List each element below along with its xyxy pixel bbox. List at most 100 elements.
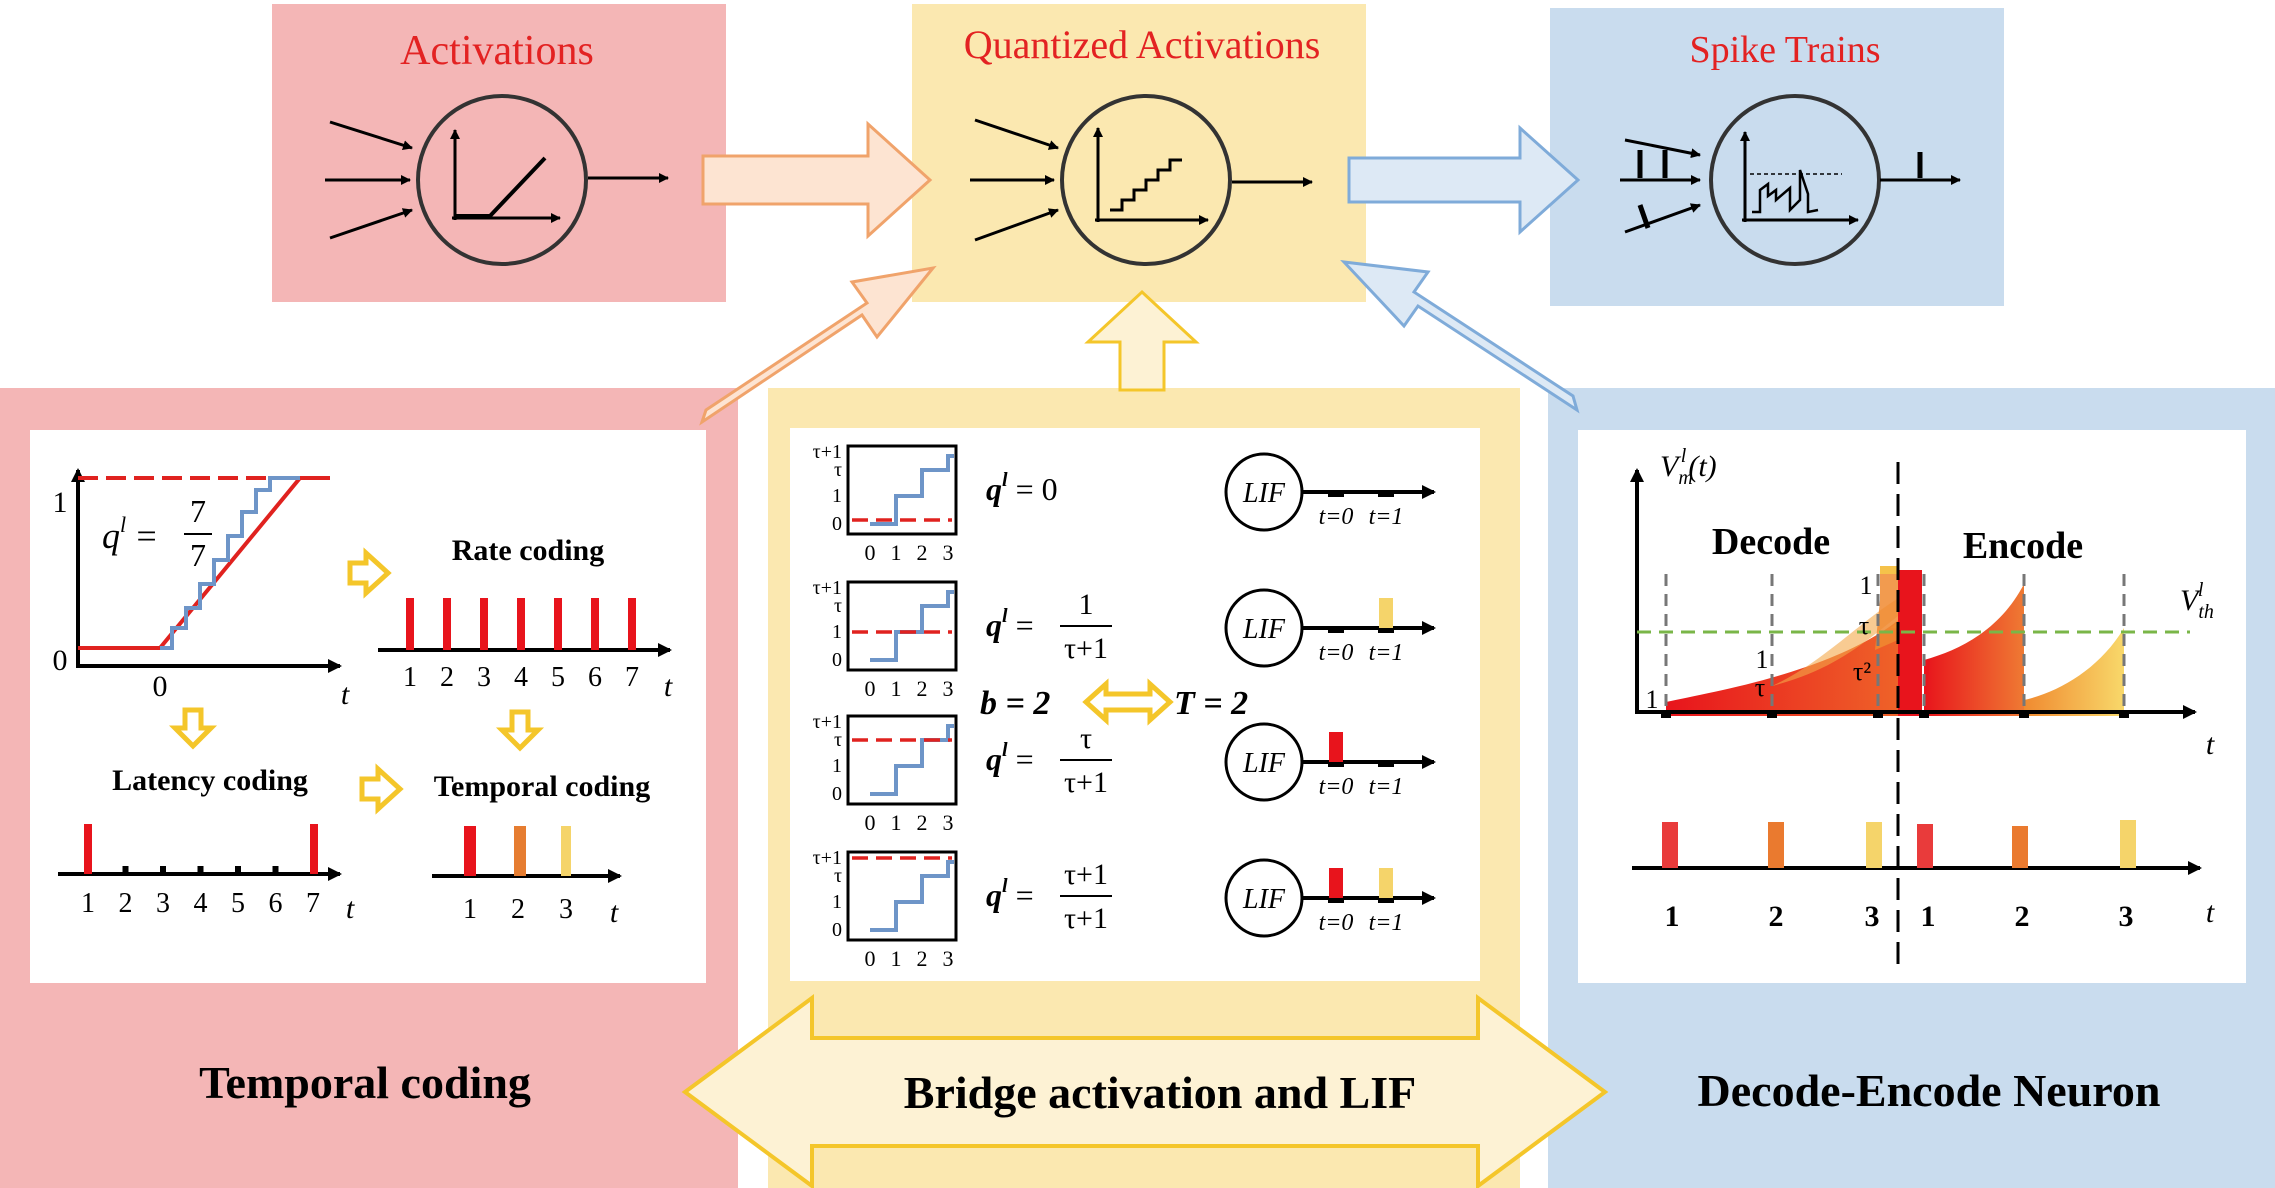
- latency-tick-label: 2: [119, 888, 133, 919]
- mini-plot-frame: [846, 714, 958, 806]
- T-label: T = 2: [1174, 685, 1248, 722]
- latency-tick-label: 4: [194, 888, 208, 919]
- latency-tick-label: 1: [81, 888, 95, 919]
- mini-x-tick: 2: [917, 810, 928, 835]
- latency-axis-t: t: [346, 892, 355, 925]
- mini-y-tick: 0: [832, 649, 842, 671]
- lif-label: LIF: [1242, 478, 1286, 509]
- lif-t1-label: t=1: [1369, 774, 1404, 800]
- decode-encode-section-title: Decode-Encode Neuron: [1698, 1065, 2161, 1116]
- decode-encode-tick-label: 1: [1665, 900, 1680, 933]
- mini-y-tick: τ: [834, 729, 842, 751]
- decode-encode-tick-label: 2: [1769, 900, 1784, 933]
- quantized-to-spike-arrow: [1347, 124, 1581, 236]
- lif-label: LIF: [1242, 748, 1286, 779]
- mini-step-line: [870, 590, 954, 662]
- q-numerator: 1: [1079, 588, 1094, 621]
- rate-spike: [406, 598, 414, 650]
- mini-x-tick: 1: [891, 810, 902, 835]
- mini-x-tick: 3: [943, 676, 954, 701]
- mini-x-tick: 3: [943, 540, 954, 565]
- mini-x-tick: 2: [917, 540, 928, 565]
- x-axis-t: t: [341, 678, 350, 711]
- decode-encode-plot: Vml(t) Decode Encode Vthl 1 τ 1 τ τ² 1 t: [1630, 445, 2215, 970]
- mini-x-tick: 3: [943, 810, 954, 835]
- level-tau2: τ²: [1853, 657, 1871, 686]
- mini-y-tick: 1: [832, 891, 842, 913]
- rate-tick-label: 7: [625, 662, 639, 693]
- spike-panel: [1550, 8, 2004, 306]
- b-T-double-arrow: [1082, 678, 1174, 726]
- encode-label: Encode: [1963, 525, 2083, 567]
- q-equation-label: ql=: [986, 875, 1034, 913]
- mini-y-tick: 0: [832, 513, 842, 535]
- vth-label: Vthl: [2180, 579, 2214, 623]
- lif-t0-label: t=0: [1319, 640, 1354, 666]
- latency-coding-title: Latency coding: [112, 764, 308, 797]
- q-equation-label: ql=: [986, 739, 1034, 777]
- mini-x-tick: 3: [943, 946, 954, 971]
- mini-y-tick: τ+1: [813, 847, 842, 869]
- mini-x-tick: 1: [891, 540, 902, 565]
- lif-tick-t0: [1328, 761, 1344, 767]
- rate-axis-t: t: [664, 670, 673, 703]
- q-denominator: 7: [190, 537, 206, 573]
- decode-label: Decode: [1712, 521, 1830, 563]
- temporal-coding-section-title: Temporal coding: [199, 1057, 531, 1108]
- activation-neuron: [325, 94, 669, 266]
- mini-y-tick: τ: [834, 595, 842, 617]
- activation-to-quantized-arrow: [701, 120, 933, 240]
- spike-axis-t: t: [2206, 896, 2215, 929]
- temporal-to-quantized-arrow: [699, 265, 937, 426]
- activations-title: Activations: [400, 28, 594, 74]
- mini-y-tick: 1: [832, 621, 842, 643]
- decode-encode-tick-label: 3: [2119, 900, 2134, 933]
- level-1-c: 1: [1860, 571, 1873, 600]
- quantized-neuron: [970, 94, 1313, 266]
- y-tick-1: 1: [53, 486, 68, 519]
- temporal-tick-label: 3: [559, 894, 573, 925]
- b-label: b = 2: [980, 685, 1050, 722]
- v-label: Vml(t): [1660, 445, 1717, 489]
- level-1-b: 1: [1756, 645, 1769, 674]
- mini-x-tick: 0: [865, 946, 876, 971]
- q-label: ql=: [102, 512, 158, 556]
- lif-spike: [1379, 598, 1393, 628]
- mini-y-tick: 0: [832, 783, 842, 805]
- level-tau-b: τ: [1859, 611, 1869, 640]
- mini-y-tick: τ+1: [813, 577, 842, 599]
- lif-t1-label: t=1: [1369, 504, 1404, 530]
- decode-encode-tick-label: 1: [1921, 900, 1936, 933]
- lif-t0-label: t=0: [1319, 774, 1354, 800]
- latency-tick-mark: [160, 866, 166, 874]
- rate-spike: [517, 598, 525, 650]
- lif-tick-t1: [1378, 897, 1394, 903]
- temporal-tick-label: 1: [463, 894, 477, 925]
- spiking-neuron: [1620, 94, 1961, 266]
- quantized-panel: [912, 4, 1366, 302]
- latency-tick-label: 3: [156, 888, 170, 919]
- q-denominator: τ+1: [1064, 766, 1108, 799]
- yellow-arrows-temporal: [168, 547, 545, 815]
- lif-t1-label: t=1: [1369, 640, 1404, 666]
- latency-tick-label: 5: [231, 888, 245, 919]
- mini-y-tick: 0: [832, 919, 842, 941]
- bridge-double-arrow: [681, 994, 1609, 1188]
- rate-tick-label: 2: [440, 662, 454, 693]
- mini-x-tick: 0: [865, 676, 876, 701]
- rate-tick-label: 5: [551, 662, 565, 693]
- mini-plot-frame: [846, 850, 958, 942]
- latency-tick-label: 7: [306, 888, 320, 919]
- mini-x-tick: 1: [891, 946, 902, 971]
- mini-step-line: [870, 860, 954, 932]
- lif-t1-label: t=1: [1369, 910, 1404, 936]
- rate-spike: [480, 598, 488, 650]
